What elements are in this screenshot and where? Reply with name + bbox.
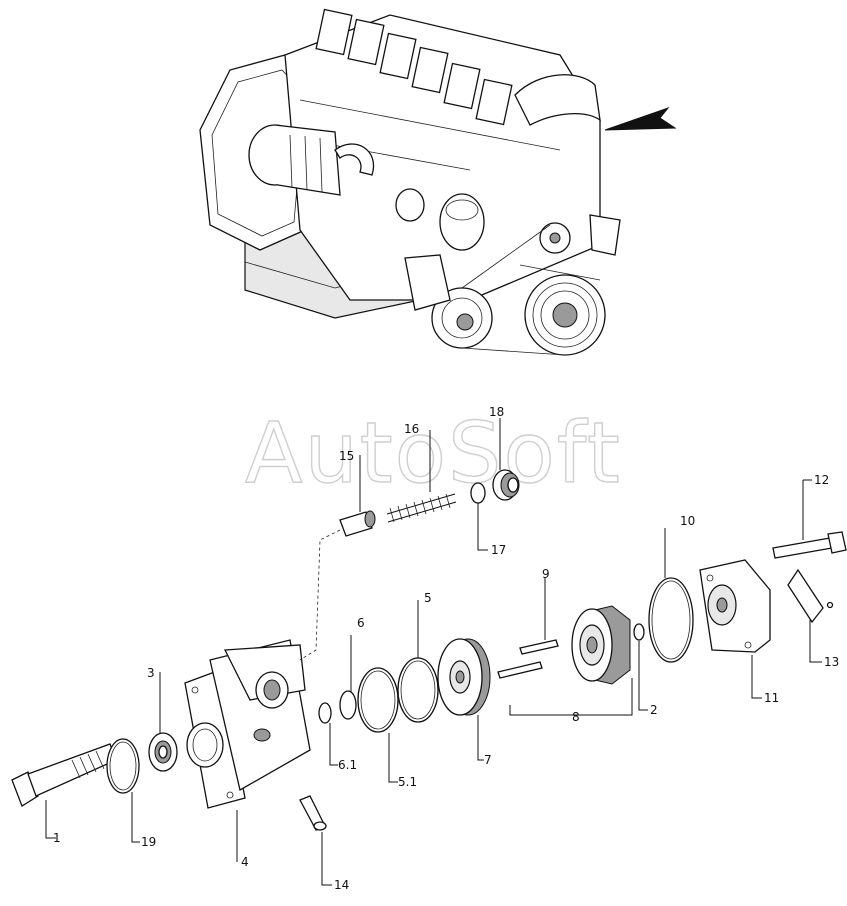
part-plate-13[interactable] — [787, 568, 834, 624]
callout-14: 14 — [334, 878, 349, 892]
injector-housings — [315, 8, 513, 126]
part-pin-9a[interactable] — [519, 639, 559, 655]
callout-4: 4 — [241, 855, 249, 869]
callout-19: 19 — [141, 835, 156, 849]
part-o-ring-17[interactable] — [470, 482, 486, 504]
callout-15: 15 — [339, 449, 354, 463]
part-bolt-12[interactable] — [772, 531, 847, 559]
part-ring-6[interactable] — [339, 690, 357, 720]
leader-lines — [45, 418, 822, 886]
callout-labels: 1 2 3 4 5 5.1 6 6.1 7 8 9 10 11 12 13 14… — [53, 405, 839, 892]
part-pin-9b[interactable] — [497, 661, 543, 679]
part-o-ring-5[interactable] — [397, 657, 439, 723]
front-pulleys — [431, 222, 606, 356]
callout-6-1: 6.1 — [338, 758, 357, 772]
part-spring-16[interactable] — [386, 493, 457, 523]
part-fitting-15[interactable] — [339, 510, 376, 537]
part-valve-14[interactable] — [299, 795, 327, 831]
callout-18: 18 — [489, 405, 504, 419]
callout-2: 2 — [650, 703, 658, 717]
callout-11: 11 — [764, 691, 779, 705]
callout-3: 3 — [147, 666, 155, 680]
engine-assembly-illustration — [199, 8, 677, 356]
callout-1: 1 — [53, 831, 61, 845]
part-drive-shaft[interactable] — [11, 743, 117, 807]
part-shaft-seal[interactable] — [148, 732, 178, 772]
callout-17: 17 — [491, 543, 506, 557]
callout-5-1: 5.1 — [398, 775, 417, 789]
part-pressure-plate-7[interactable] — [437, 638, 491, 716]
callout-16: 16 — [404, 422, 419, 436]
part-ring-2[interactable] — [633, 623, 645, 641]
location-arrow — [604, 106, 677, 131]
part-ring-6-1[interactable] — [318, 702, 332, 724]
part-o-ring-19[interactable] — [106, 738, 140, 794]
part-rotor-set-8[interactable] — [571, 605, 631, 685]
callout-9: 9 — [542, 567, 550, 581]
part-pump-housing[interactable] — [184, 639, 311, 809]
callout-12: 12 — [814, 473, 829, 487]
callout-7: 7 — [484, 753, 492, 767]
part-plug-18[interactable] — [492, 469, 520, 501]
assembly-path-15 — [299, 529, 341, 661]
part-o-ring-5-1[interactable] — [357, 667, 399, 733]
callout-5: 5 — [424, 591, 432, 605]
callout-13: 13 — [824, 655, 839, 669]
callout-8: 8 — [572, 710, 580, 724]
callout-10: 10 — [680, 514, 695, 528]
part-end-cover-11[interactable] — [699, 559, 771, 653]
part-o-ring-10[interactable] — [648, 577, 694, 663]
callout-6: 6 — [357, 616, 365, 630]
watermark-text: AutoSoft — [245, 404, 622, 502]
